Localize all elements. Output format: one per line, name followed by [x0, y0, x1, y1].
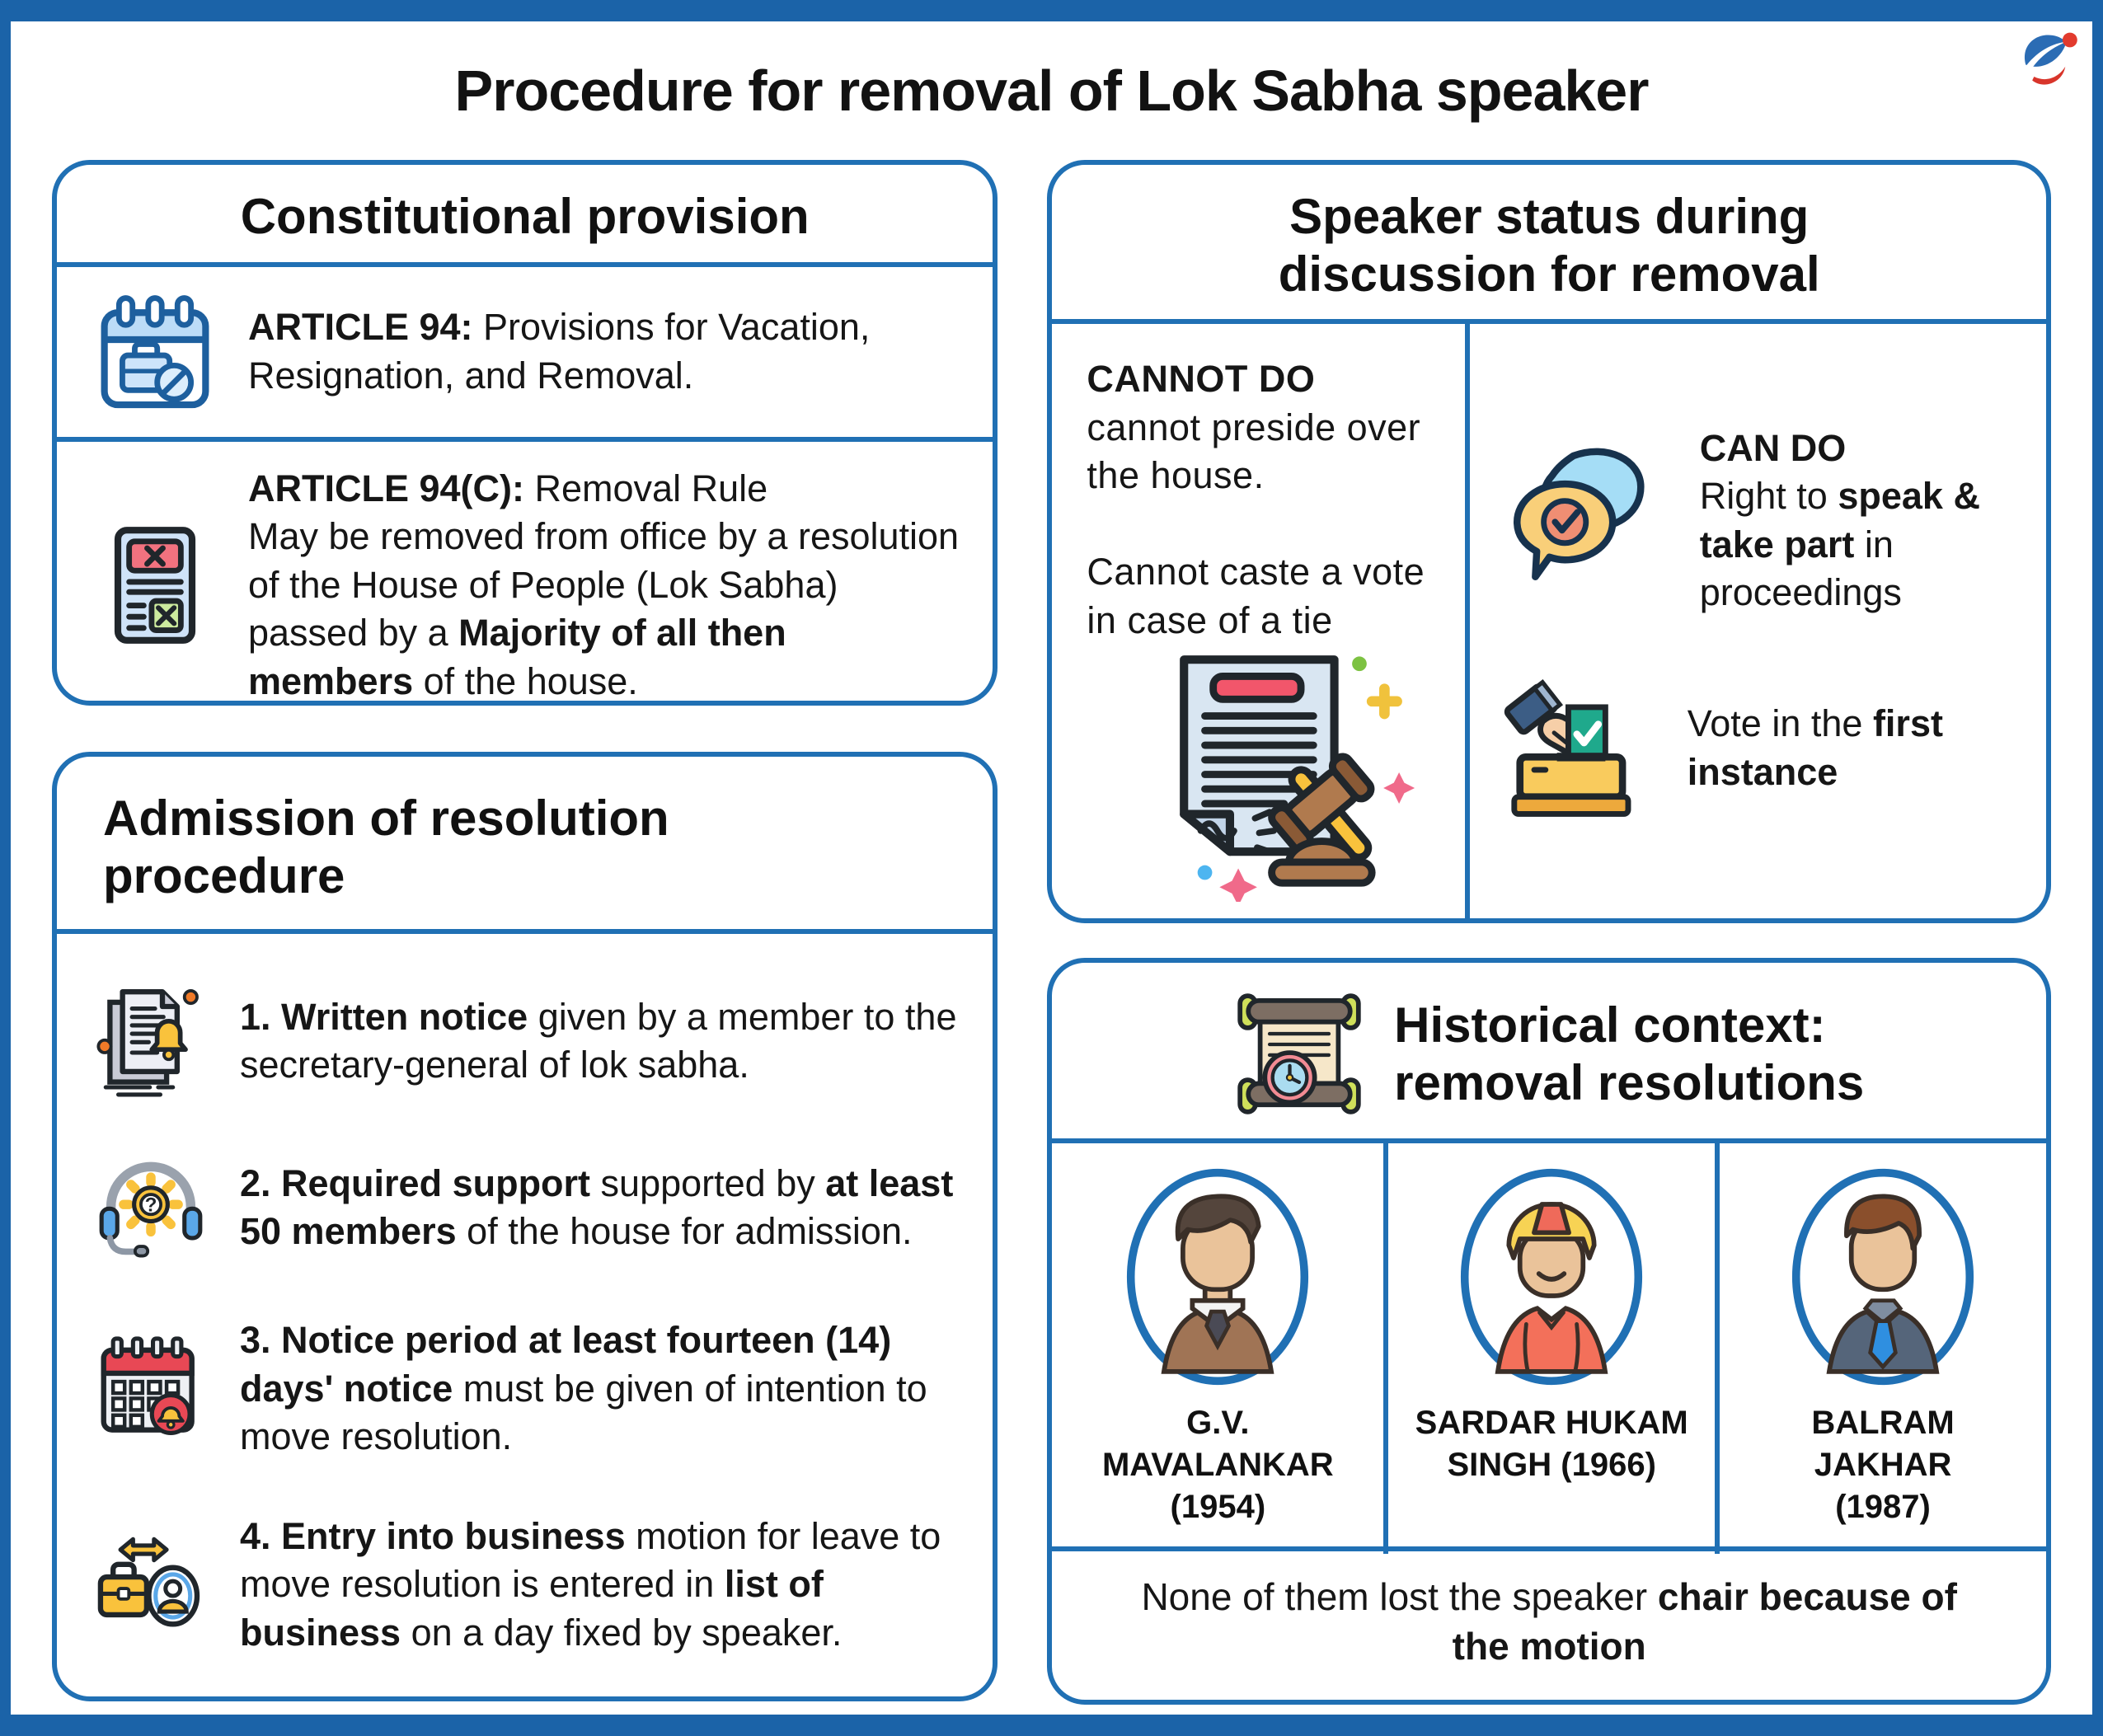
can-do-text: CAN DO Right to speak & take part in pro… — [1699, 426, 1980, 614]
person-card-jakhar: BALRAM JAKHAR (1987) — [1715, 1143, 2046, 1554]
svg-text:?: ? — [145, 1194, 157, 1217]
person-card-hukam-singh: SARDAR HUKAM SINGH (1966) — [1383, 1143, 1715, 1554]
can-do-column: CAN DO Right to speak & take part in pro… — [1470, 324, 2046, 918]
historical-note: None of them lost the speaker chair beca… — [1141, 1575, 1957, 1668]
divider — [57, 436, 993, 442]
constitutional-title: Constitutional provision — [240, 189, 810, 244]
historical-title: Historical context: removal resolutions — [1394, 997, 1865, 1110]
speaker-status-title: Speaker status during discussion for rem… — [1278, 189, 1820, 302]
cannot-do-text: CANNOT DO cannot preside over the house.… — [1087, 358, 1425, 641]
admission-steps: 1. Written notice given by a member to t… — [57, 934, 993, 1677]
poster-header: Procedure for removal of Lok Sabha speak… — [11, 21, 2092, 160]
man-turban-avatar — [1457, 1166, 1646, 1387]
left-column: Constitutional provision — [52, 160, 998, 1701]
brand-logo — [2015, 28, 2079, 92]
panel-speaker-status: Speaker status during discussion for rem… — [1047, 160, 2051, 923]
person-card-mavalankar: G.V. MAVALANKAR (1954) — [1052, 1143, 1383, 1554]
step-entry-business: 4. Entry into business motion for leave … — [57, 1493, 993, 1677]
cannot-do-column: CANNOT DO cannot preside over the house.… — [1052, 324, 1470, 918]
person-name: SARDAR HUKAM SINGH (1966) — [1415, 1405, 1688, 1484]
step-written-notice-text: 1. Written notice given by a member to t… — [240, 995, 957, 1086]
right-column: Speaker status during discussion for rem… — [1047, 160, 2051, 1705]
can-do-row: CAN DO Right to speak & take part in pro… — [1503, 425, 2025, 617]
scroll-clock-icon — [1234, 988, 1364, 1120]
step-entry-business-text: 4. Entry into business motion for leave … — [240, 1514, 941, 1654]
step-required-support: ? 2. Required support supported by at le… — [57, 1130, 993, 1285]
divider — [1052, 1546, 2046, 1552]
step-notice-period-text: 3. Notice period at least fourteen (14) … — [240, 1319, 927, 1458]
panel-constitutional-provision: Constitutional provision — [52, 160, 998, 706]
vote-first-instance-row: Vote in the first instance — [1503, 670, 2025, 827]
man-suit-avatar — [1123, 1166, 1312, 1387]
speaker-status-columns: CANNOT DO cannot preside over the house.… — [1052, 324, 2046, 918]
person-name: BALRAM JAKHAR (1987) — [1811, 1405, 1955, 1526]
article-94-text: ARTICLE 94: Provisions for Vacation, Res… — [248, 306, 871, 396]
article-94c-row: ARTICLE 94(C): Removal Rule May be remov… — [57, 442, 993, 702]
panel-historical-context: Historical context: removal resolutions — [1047, 958, 2051, 1705]
article-94c-text: ARTICLE 94(C): Removal Rule May be remov… — [248, 467, 960, 702]
people-row: G.V. MAVALANKAR (1954) — [1052, 1143, 2046, 1554]
step-notice-period: 3. Notice period at least fourteen (14) … — [57, 1297, 993, 1481]
document-gavel-icon — [1109, 647, 1422, 902]
admission-title: Admission of resolution procedure — [103, 791, 669, 903]
written-notice-icon — [93, 983, 209, 1099]
support-headset-icon: ? — [93, 1150, 209, 1265]
man-tie-avatar — [1788, 1166, 1978, 1387]
notice-period-calendar-icon — [93, 1331, 209, 1447]
page-title: Procedure for removal of Lok Sabha speak… — [454, 59, 1650, 123]
panel-admission-procedure: Admission of resolution procedure — [52, 752, 998, 1701]
divider — [1052, 319, 2046, 325]
person-name: G.V. MAVALANKAR (1954) — [1101, 1405, 1334, 1526]
calendar-briefcase-icon — [93, 290, 217, 414]
step-required-support-text: 2. Required support supported by at leas… — [240, 1161, 954, 1253]
entry-business-icon — [93, 1527, 209, 1642]
content-area: Constitutional provision — [11, 160, 2092, 1705]
divider — [57, 261, 993, 267]
historical-header: Historical context: removal resolutions — [1052, 963, 2046, 1138]
vote-ballot-icon — [1503, 670, 1659, 827]
divider — [1052, 1138, 2046, 1143]
step-written-notice: 1. Written notice given by a member to t… — [57, 964, 993, 1119]
article-94-row: ARTICLE 94: Provisions for Vacation, Res… — [57, 267, 993, 437]
speech-check-icon — [1503, 442, 1672, 599]
removal-ballot-icon — [93, 523, 217, 647]
vote-first-instance-text: Vote in the first instance — [1687, 702, 1943, 793]
divider — [57, 929, 993, 935]
